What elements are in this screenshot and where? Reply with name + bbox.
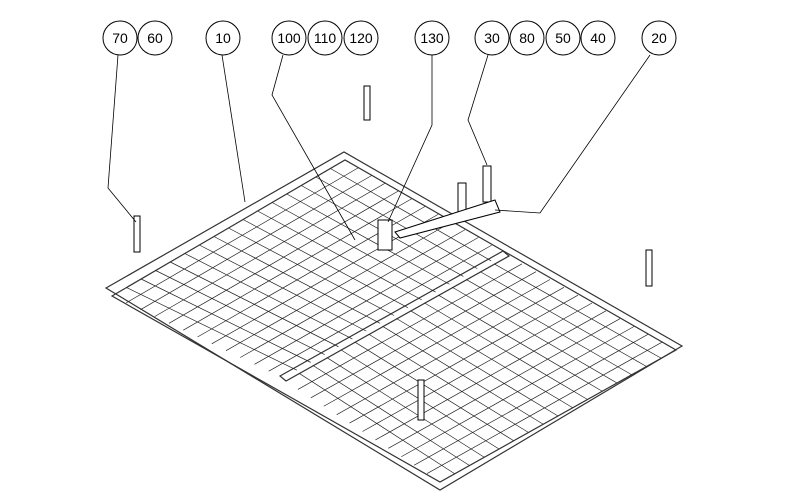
balloon-label: 60 — [147, 30, 163, 46]
panel-upper-wire — [240, 229, 466, 358]
balloon-label: 110 — [314, 30, 337, 46]
panel-upper-wire — [126, 167, 359, 304]
panel-upper-wire — [168, 190, 399, 324]
panel-upper-wire — [154, 182, 386, 317]
panel-upper-wire — [254, 237, 479, 365]
balloon-70: 70 — [102, 20, 138, 56]
bolt-left — [133, 215, 141, 253]
balloon-50: 50 — [545, 20, 581, 56]
panel-lower-wire — [323, 279, 551, 407]
panel-upper-wire — [268, 244, 492, 372]
balloon-60: 60 — [137, 20, 173, 56]
panel-lower-wire — [349, 294, 579, 424]
balloon-20: 20 — [641, 20, 677, 56]
balloon-label: 130 — [420, 30, 444, 46]
balloon-label: 30 — [484, 30, 500, 46]
balloon-label: 100 — [277, 30, 301, 46]
balloon-120: 120 — [343, 20, 379, 56]
bracket-part — [377, 219, 393, 251]
panel-lower-wire — [362, 302, 593, 432]
panel-upper-wire — [140, 175, 372, 310]
frame-outline — [104, 151, 684, 491]
panel-upper-wire — [225, 221, 452, 351]
balloon-label: 40 — [590, 30, 606, 46]
panel-lower-wire — [413, 334, 649, 466]
balloon-10: 10 — [205, 20, 241, 56]
balloon-label: 120 — [349, 30, 373, 46]
panel-lower-wire — [388, 318, 621, 449]
bolt-right — [645, 249, 653, 287]
mesh-grid — [126, 167, 663, 475]
bolt-center — [417, 379, 425, 421]
panel-lower-wire — [297, 263, 523, 390]
fitting-2 — [482, 165, 492, 203]
panel-lower-wire — [426, 341, 663, 474]
balloon-label: 80 — [519, 30, 535, 46]
balloon-30: 30 — [474, 20, 510, 56]
balloon-130: 130 — [414, 20, 450, 56]
balloon-100: 100 — [271, 20, 307, 56]
balloon-label: 20 — [651, 30, 667, 46]
balloon-label: 10 — [215, 30, 231, 46]
bolt-top — [363, 85, 371, 121]
balloon-110: 110 — [307, 20, 343, 56]
panel-lower-wire — [401, 326, 635, 458]
panel-upper-wire — [183, 198, 412, 331]
balloon-80: 80 — [509, 20, 545, 56]
panel-lower-wire — [375, 310, 607, 441]
balloon-40: 40 — [580, 20, 616, 56]
panel-lower-wire — [310, 271, 537, 399]
bolts — [133, 85, 653, 421]
balloon-label: 50 — [555, 30, 571, 46]
panel-lower-wire — [336, 287, 565, 415]
balloon-label: 70 — [112, 30, 128, 46]
arm-bracket — [394, 199, 501, 239]
leaders — [107, 54, 651, 241]
